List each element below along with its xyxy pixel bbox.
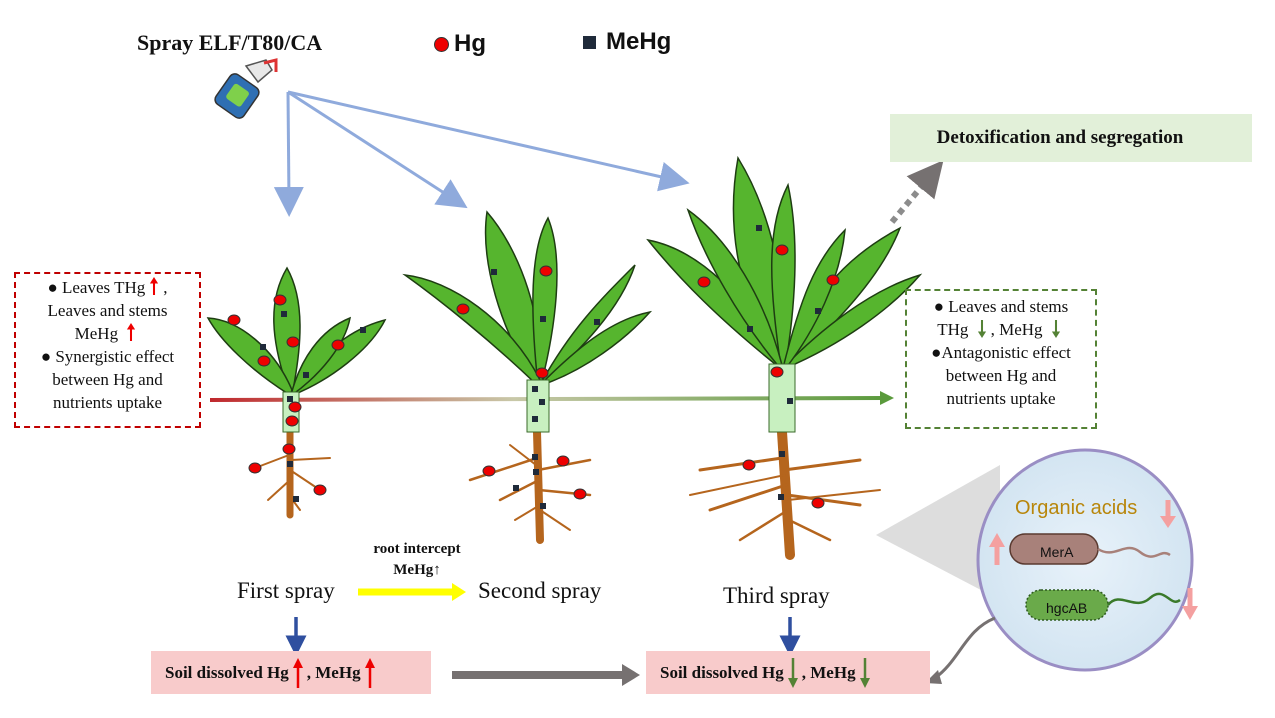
detox-box: Detoxification and segregation — [890, 114, 1252, 162]
right-box-line4: between Hg and — [945, 366, 1057, 385]
root-intercept-note: root intercept MeHg↑ — [352, 539, 482, 581]
soil-third-label-a: Soil dissolved Hg — [660, 662, 784, 682]
soil-dissolved-third-box: Soil dissolved Hg , MeHg — [646, 651, 930, 694]
left-box-line5: between Hg and — [52, 370, 163, 389]
right-box-line2-row: THg , MeHg — [911, 318, 1091, 341]
spray-arrow-2 — [287, 90, 468, 209]
grey-arrowhead — [622, 664, 640, 686]
right-box-line5: nutrients uptake — [946, 389, 1056, 408]
page-title: Spray ELF/T80/CA — [137, 30, 323, 55]
mera-up-arrow — [989, 533, 1005, 565]
right-box-line1: ● Leaves and stems — [933, 297, 1069, 316]
third-spray-label: Third spray — [723, 583, 830, 608]
plant-third-spray — [646, 155, 923, 560]
mera-label: MerA — [1040, 544, 1074, 560]
right-box-line2a: THg — [937, 320, 969, 339]
soil-dissolved-first-box: Soil dissolved Hg , MeHg — [151, 651, 431, 694]
soil-first-label-b: , MeHg — [306, 662, 361, 682]
root-intercept-line2: MeHg↑ — [393, 562, 441, 578]
spray-bottle-icon — [214, 58, 278, 119]
red-up-arrow-icon — [364, 657, 375, 688]
first-spray-label: First spray — [237, 578, 335, 603]
detox-label: Detoxification and segregation — [936, 127, 1184, 148]
left-box-line1-row: ● Leaves THg, — [47, 277, 168, 297]
green-down-arrow-icon — [859, 657, 870, 688]
left-box-line2: Leaves and stems — [47, 301, 168, 320]
first-spray-effects-box: ● Leaves THg, Leaves and stems MeHg ● Sy… — [14, 272, 201, 428]
soil-first-label-a: Soil dissolved Hg — [165, 662, 289, 682]
soil-third-label-b: , MeHg — [801, 662, 856, 682]
legend-mehg: MeHg — [583, 28, 671, 56]
spray-arrow-3 — [287, 90, 690, 192]
right-box-line3: ●Antagonistic effect — [931, 343, 1071, 362]
third-spray-effects-box: ● Leaves and stems THg , MeHg ●Antagonis… — [905, 289, 1097, 429]
hgcab-bacterium — [1025, 589, 1181, 621]
mera-bacterium — [1009, 533, 1171, 565]
legend-hg-label: Hg — [454, 30, 486, 57]
left-box-line1: ● Leaves THg — [47, 278, 146, 297]
right-box-line2b: , MeHg — [990, 320, 1043, 339]
plant-second-spray — [402, 210, 653, 544]
left-box-line3-row: MeHg — [20, 322, 195, 345]
spray-arrow-1 — [273, 91, 304, 217]
hgcab-down-arrow — [1182, 588, 1198, 620]
legend-mehg-label: MeHg — [606, 28, 672, 55]
plant-first-spray — [206, 266, 387, 519]
root-intercept-line1: root intercept — [373, 541, 461, 557]
red-up-arrow-icon — [127, 323, 136, 341]
green-down-arrow-icon — [977, 320, 986, 338]
hgcab-label: hgcAB — [1046, 600, 1088, 616]
left-box-line6: nutrients uptake — [52, 393, 163, 412]
red-up-arrow-icon — [150, 277, 159, 295]
bubble-return-arrow — [934, 616, 996, 680]
green-down-arrow-icon — [787, 657, 798, 688]
green-down-arrow-icon — [1051, 320, 1060, 338]
left-box-line3: MeHg — [74, 324, 119, 343]
yellow-arrowhead — [452, 583, 466, 601]
left-box-line4: ● Synergistic effect — [40, 347, 175, 366]
legend-hg: Hg — [434, 30, 486, 58]
hg-dot-icon — [434, 36, 449, 52]
red-up-arrow-icon — [292, 657, 303, 688]
mehg-square-icon — [583, 35, 596, 49]
trend-arrowhead — [880, 391, 894, 405]
callout-wedge — [876, 465, 1000, 600]
second-spray-label: Second spray — [478, 578, 602, 603]
organic-acids-label: Organic acids — [1015, 497, 1138, 519]
detox-arrow — [889, 160, 944, 224]
organic-acids-down-arrow — [1160, 500, 1176, 528]
